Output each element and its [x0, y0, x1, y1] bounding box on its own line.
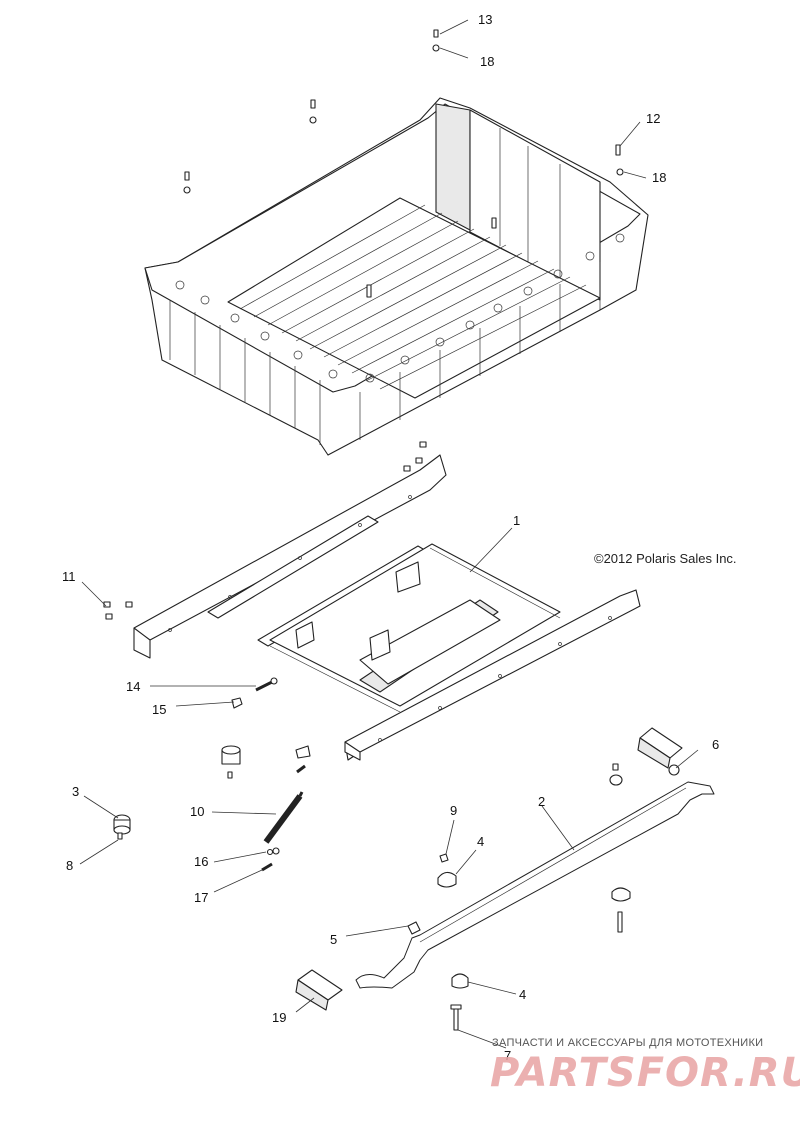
callout-19: 19: [272, 1010, 286, 1025]
callout-labels: 13 18 12 18 1 11 14 15 6 3 10 2 9 4 8 16…: [62, 12, 719, 1063]
callout-9: 9: [450, 803, 457, 818]
cargo-box: [144, 97, 649, 456]
bolt-right: [617, 911, 623, 933]
bumper-upper: [221, 745, 241, 779]
callout-18: 18: [480, 54, 494, 69]
callout-10: 10: [190, 804, 204, 819]
callout-1: 1: [513, 513, 520, 528]
bed-frame: [133, 454, 641, 761]
nut-5: [407, 921, 421, 935]
clip-upper: [295, 745, 311, 774]
pin-14: [255, 677, 278, 692]
callout-13: 13: [478, 12, 492, 27]
callout-12: 12: [646, 111, 660, 126]
callout-7: 7: [504, 1048, 511, 1063]
callout-17: 17: [194, 890, 208, 905]
callout-5: 5: [330, 932, 337, 947]
callout-2: 2: [538, 794, 545, 809]
nut-9: [439, 853, 449, 863]
callout-15: 15: [152, 702, 166, 717]
bushing-4b: [451, 973, 469, 989]
callout-6: 6: [712, 737, 719, 752]
callout-4: 4: [519, 987, 526, 1002]
bolt-7: [450, 1004, 462, 1031]
callout-14: 14: [126, 679, 140, 694]
frame-bolts: [103, 441, 427, 620]
nut-15: [231, 697, 243, 709]
callout-8: 8: [66, 858, 73, 873]
box-fasteners: [183, 29, 624, 298]
handle-19: [295, 969, 343, 1011]
handle-upper: [637, 727, 683, 769]
latch-rod-2: [355, 781, 715, 989]
bumper-3: [113, 814, 131, 835]
callout-18: 18: [652, 170, 666, 185]
callout-4: 4: [477, 834, 484, 849]
pin-17: [261, 862, 273, 872]
screw-8: [117, 832, 123, 840]
clip-right: [611, 887, 631, 902]
clip-16: [266, 848, 274, 856]
callout-11: 11: [62, 569, 76, 584]
watermark-brand-logo: PARTSFOR.RU: [490, 1050, 800, 1096]
leader-lines: [79, 19, 699, 1049]
callout-16: 16: [194, 854, 208, 869]
watermark-tagline: ЗАПЧАСТИ И АКСЕССУАРЫ ДЛЯ МОТОТЕХНИКИ: [492, 1037, 764, 1049]
bushing-4a: [437, 871, 457, 888]
copyright-notice: ©2012 Polaris Sales Inc.: [594, 551, 737, 566]
bushing-upper-left: [609, 763, 623, 786]
callout-3: 3: [72, 784, 79, 799]
gas-strut-10: [263, 791, 304, 855]
